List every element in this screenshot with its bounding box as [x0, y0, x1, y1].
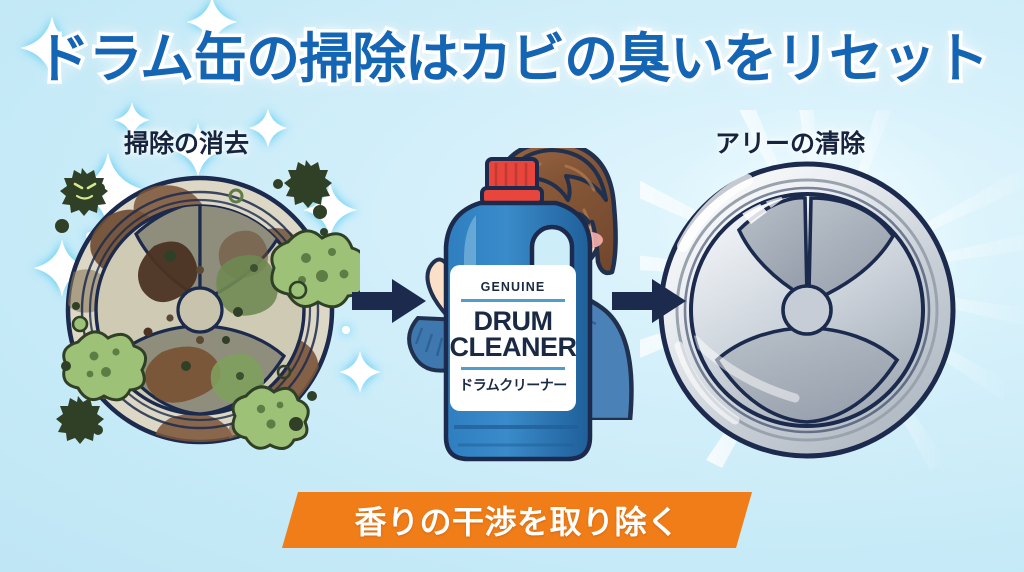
clean-drum-illustration [658, 161, 956, 459]
drum-cleaner-bottle [443, 157, 593, 462]
caption-after: アリーの清除 [715, 129, 866, 158]
arrow-right-icon-1 [352, 279, 426, 323]
bottom-banner: 香りの干渉を取り除く [282, 492, 752, 548]
arrow-right-icon-2 [612, 279, 686, 323]
dirty-drum-illustration [55, 160, 360, 451]
page-title: ドラム缶の掃除はカビの臭いをリセット [32, 24, 992, 94]
poster-title-container: ドラム缶の掃除はカビの臭いをリセット [0, 14, 1024, 94]
caption-before: 掃除の消去 [124, 129, 250, 158]
banner-text: 香りの干渉を取り除く [354, 503, 680, 541]
